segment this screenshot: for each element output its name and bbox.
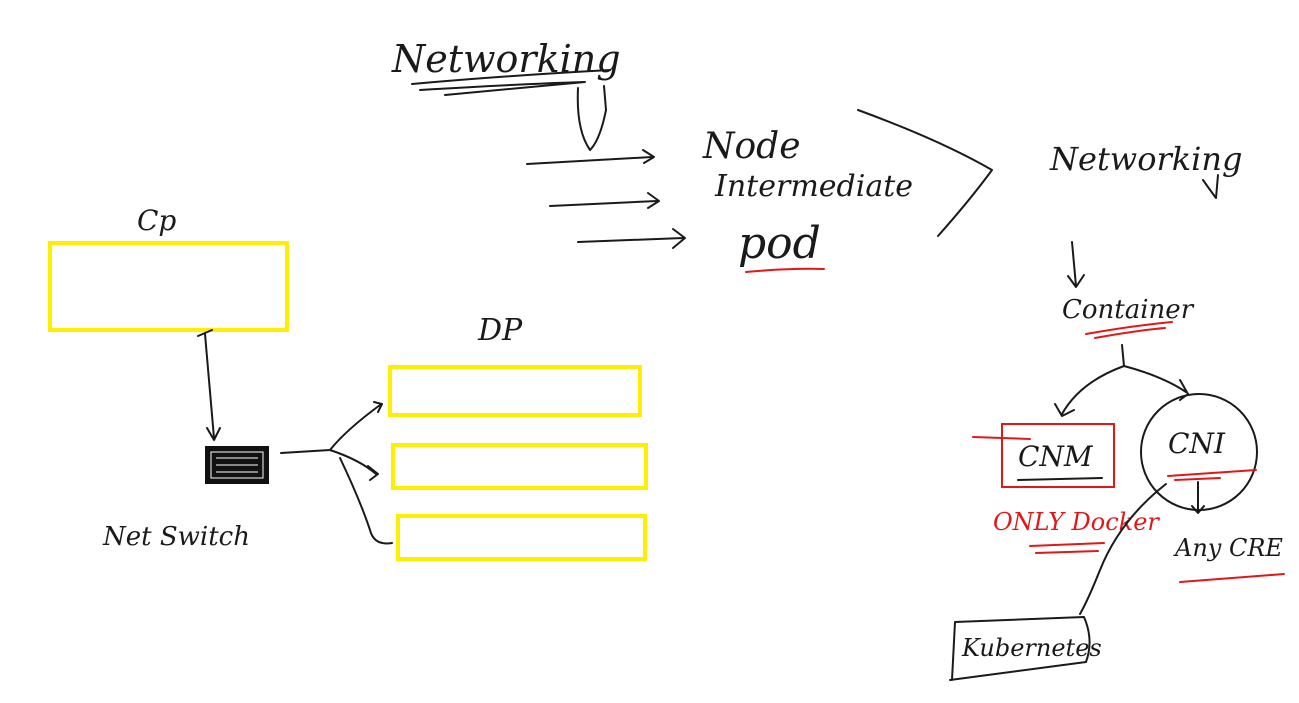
label-cni: CNI <box>1168 427 1226 460</box>
label-only-docker: ONLY Docker <box>993 508 1160 536</box>
kubernetes-box <box>949 616 1091 681</box>
label-kubernetes: Kubernetes <box>961 634 1102 662</box>
cnm-left-mark <box>972 436 1031 440</box>
label-container: Container <box>1062 295 1195 325</box>
switch-fanout-arrows <box>280 401 393 545</box>
label-net-switch: Net Switch <box>102 522 250 552</box>
networking-title-right: Networking <box>1049 140 1242 178</box>
cni-down-arrow <box>1191 481 1205 514</box>
cp-box <box>48 241 289 332</box>
label-cnm: CNM <box>1018 440 1094 473</box>
only-docker-underline <box>1029 542 1105 554</box>
networking-title-left: Networking <box>391 37 621 81</box>
networking-right-tail <box>1202 174 1219 199</box>
label-pod: pod <box>738 218 821 269</box>
arrow-to-node <box>526 149 655 165</box>
network-switch-icon <box>205 446 269 484</box>
networking-left-pointer <box>576 85 607 151</box>
cnm-box <box>1001 423 1115 488</box>
arrow-to-container <box>1067 241 1085 288</box>
dp-box-2 <box>391 443 648 490</box>
cni-to-kubernetes-line <box>1079 483 1167 615</box>
cnm-underline <box>1017 477 1103 481</box>
label-any-cre: Any CRE <box>1173 534 1283 562</box>
arrow-to-intermediate <box>549 192 660 209</box>
container-underline <box>1085 321 1173 339</box>
arrow-to-pod <box>577 228 686 249</box>
any-cre-underline <box>1179 573 1285 583</box>
dp-box-3 <box>396 514 647 561</box>
pod-underline <box>745 267 825 273</box>
chevron-divider <box>857 109 993 237</box>
branch-lines <box>1054 344 1189 417</box>
label-cp: Cp <box>137 204 176 237</box>
label-intermediate: Intermediate <box>714 169 913 204</box>
networking-left-underline <box>411 69 611 96</box>
label-node: Node <box>702 126 801 167</box>
cp-to-switch-arrow <box>197 329 221 441</box>
dp-box-1 <box>388 365 642 417</box>
label-dp: DP <box>477 313 523 348</box>
cni-underline <box>1167 469 1257 481</box>
